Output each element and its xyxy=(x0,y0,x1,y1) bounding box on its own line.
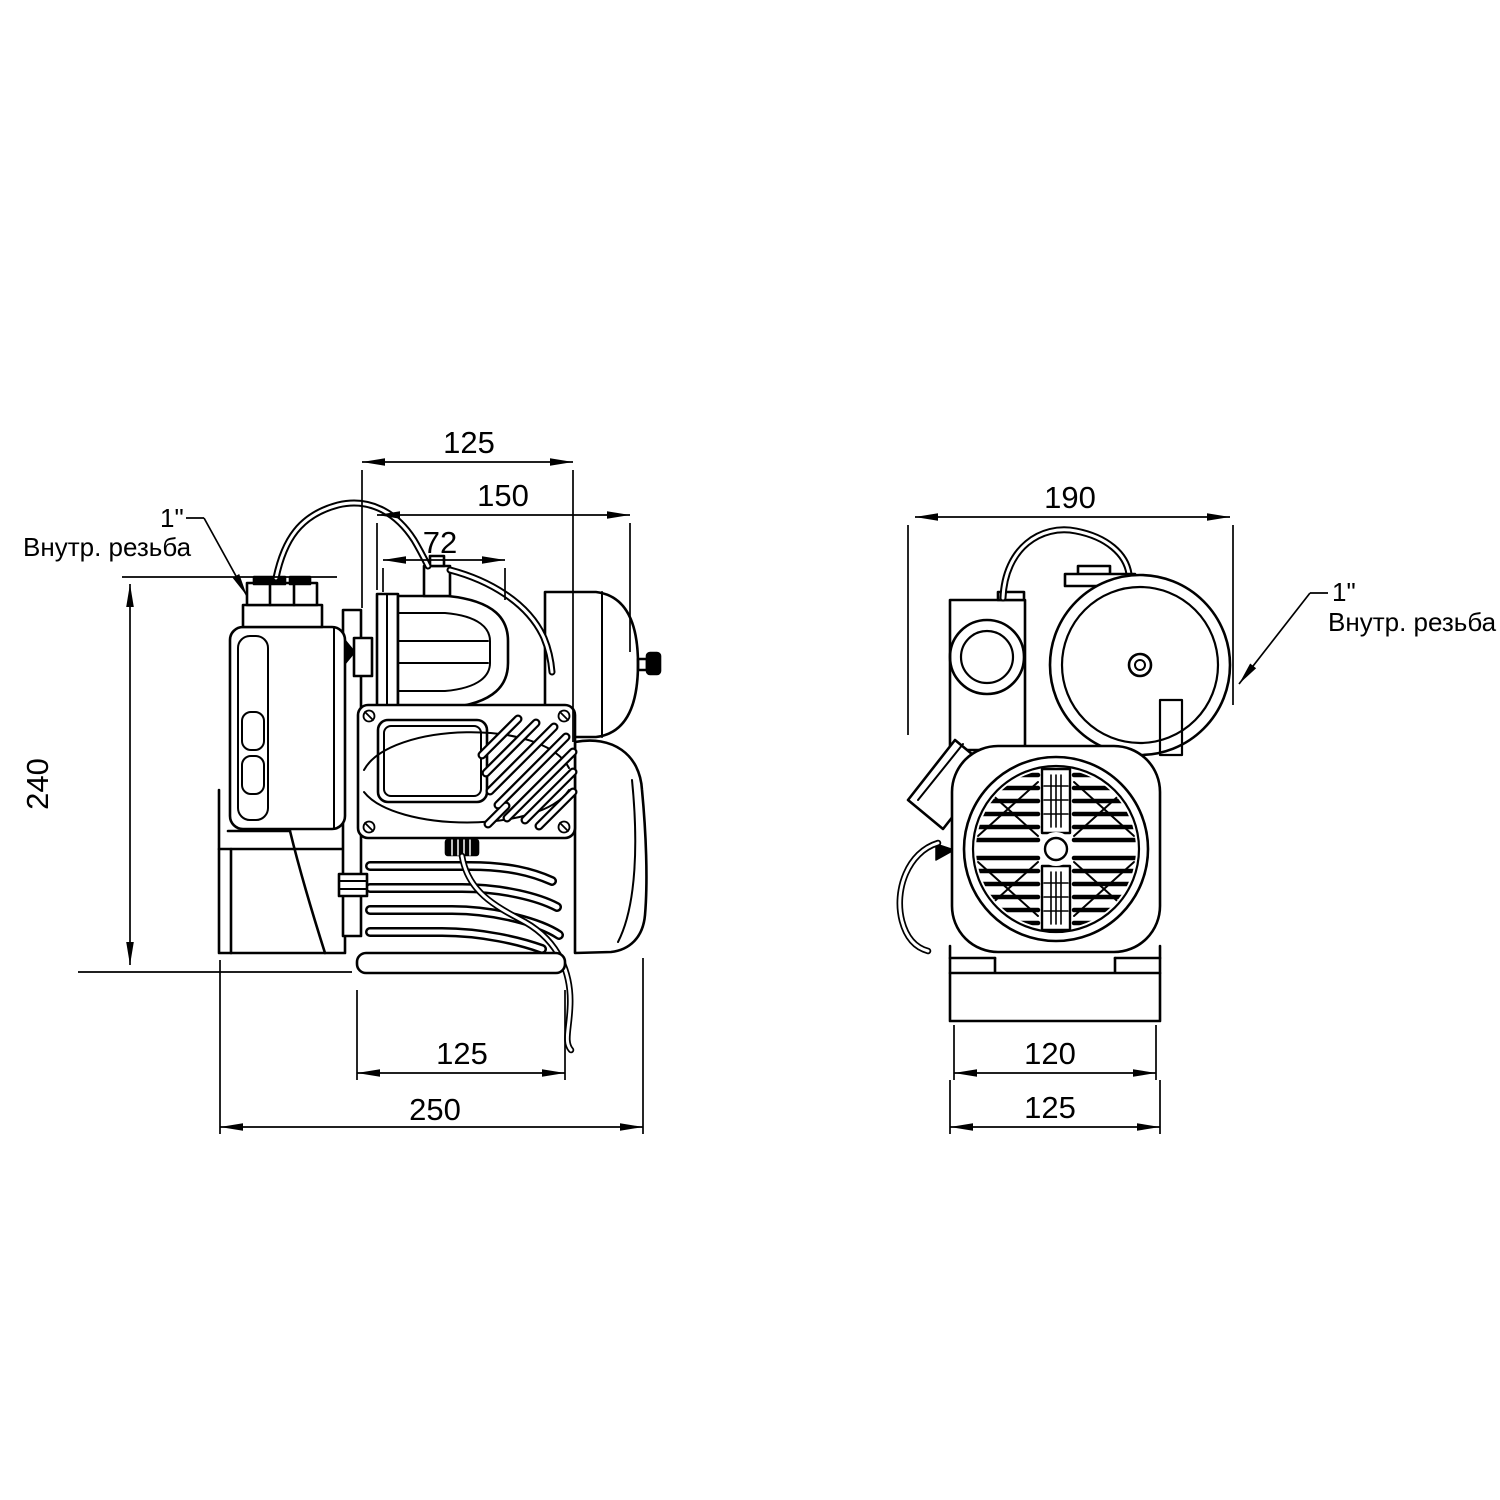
front-base xyxy=(948,944,1162,1023)
pressure-hoses xyxy=(272,499,556,676)
side-port-leader xyxy=(186,517,248,597)
front-port-annotation: 1" Внутр. резьба xyxy=(1328,577,1497,637)
dim-72 xyxy=(382,556,506,600)
pump-housing xyxy=(228,625,347,831)
dim-120 xyxy=(953,1025,1157,1080)
controller-box xyxy=(356,703,578,857)
side-port-annotation: 1" Внутр. резьба xyxy=(23,503,192,562)
dim-label-125-front: 125 xyxy=(1024,1090,1076,1125)
fan-center-column xyxy=(1039,767,1073,932)
dim-label-240: 240 xyxy=(20,758,55,810)
front-fan-shroud xyxy=(950,744,1162,954)
motor-fins xyxy=(365,861,564,954)
dim-label-125-top: 125 xyxy=(443,425,495,460)
base-plate xyxy=(355,951,567,975)
dim-250 xyxy=(219,958,644,1134)
front-view-dimensions xyxy=(907,513,1328,1134)
front-view-drawing xyxy=(896,526,1232,1023)
side-port-thread-label: Внутр. резьба xyxy=(23,532,192,562)
front-inlet-block xyxy=(948,590,1027,752)
controller-screws xyxy=(362,709,571,834)
tank-air-valve xyxy=(636,651,662,676)
ejector-head xyxy=(375,554,510,712)
dim-125-front xyxy=(949,1080,1161,1134)
front-tank-circle xyxy=(1048,573,1232,757)
front-port-size-label: 1" xyxy=(1332,577,1356,607)
dim-150 xyxy=(376,511,631,652)
power-cord xyxy=(458,852,575,1054)
side-port-size-label: 1" xyxy=(160,503,184,533)
side-view-drawing xyxy=(217,499,662,1054)
side-view-dimensions xyxy=(78,458,644,1134)
front-port-leader xyxy=(1238,592,1328,685)
front-port-thread-label: Внутр. резьба xyxy=(1328,607,1497,637)
motor-end-cap xyxy=(573,739,648,955)
controller-vents xyxy=(477,714,578,831)
dim-240 xyxy=(78,576,352,973)
dim-190 xyxy=(907,513,1234,735)
controller-window xyxy=(376,718,489,804)
drain-plug xyxy=(337,872,369,898)
dim-label-72: 72 xyxy=(423,525,457,560)
front-cable-arch xyxy=(999,526,1133,602)
dim-125-bottom xyxy=(356,990,566,1080)
dim-label-125-bottom: 125 xyxy=(436,1036,488,1071)
dim-label-150: 150 xyxy=(477,478,529,513)
pressure-tank xyxy=(543,590,662,739)
dim-label-250: 250 xyxy=(409,1092,461,1127)
dim-label-120: 120 xyxy=(1024,1036,1076,1071)
inlet-port-fitting xyxy=(241,575,324,629)
front-power-cord xyxy=(896,839,942,955)
dim-label-190: 190 xyxy=(1044,480,1096,515)
